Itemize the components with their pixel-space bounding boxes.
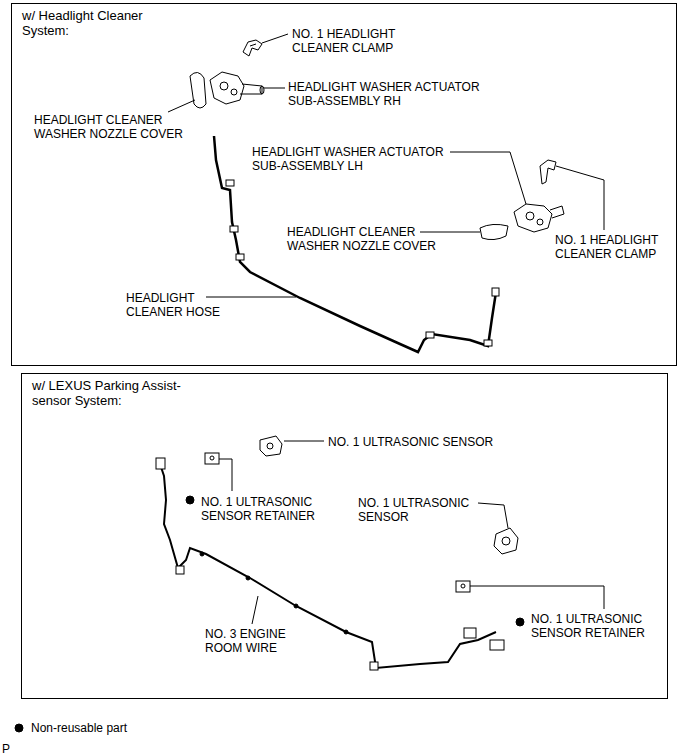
non-reusable-mark bbox=[516, 618, 524, 626]
group-heading: w/ LEXUS Parking Assist-sensor System: bbox=[22, 374, 197, 408]
wire-connector bbox=[156, 458, 504, 670]
actuator-part bbox=[210, 72, 264, 104]
sensor-part bbox=[494, 528, 518, 554]
hose-clip bbox=[226, 180, 499, 346]
group-heading: w/ Headlight Cleaner System: bbox=[12, 4, 172, 38]
part-label: HEADLIGHT CLEANER WASHER NOZZLE COVER bbox=[34, 113, 199, 141]
legend-text: Non-reusable part bbox=[31, 721, 127, 735]
part-label: HEADLIGHT CLEANER HOSE bbox=[126, 291, 231, 319]
clamp-part bbox=[243, 40, 262, 56]
retainer-part bbox=[205, 453, 219, 464]
leader-line bbox=[264, 88, 285, 89]
nozzle-cover bbox=[190, 72, 206, 108]
actuator-part bbox=[514, 204, 564, 232]
part-label: NO. 1 ULTRASONIC SENSOR bbox=[328, 435, 493, 449]
leader-line bbox=[420, 232, 480, 233]
nozzle-cover bbox=[480, 224, 508, 239]
leader-line bbox=[252, 596, 258, 624]
leader-line bbox=[478, 503, 508, 528]
part-label: HEADLIGHT CLEANER WASHER NOZZLE COVER bbox=[287, 225, 452, 253]
leader-line bbox=[206, 297, 296, 298]
leader-line bbox=[556, 166, 604, 230]
part-label: NO. 1 HEADLIGHT CLEANER CLAMP bbox=[292, 27, 422, 55]
part-label: NO. 3 ENGINE ROOM WIRE bbox=[205, 627, 305, 655]
part-label: HEADLIGHT WASHER ACTUATOR SUB-ASSEMBLY R… bbox=[288, 80, 503, 108]
leader-line bbox=[450, 152, 526, 204]
leader-line bbox=[168, 100, 195, 112]
legend-mark bbox=[15, 724, 23, 732]
wire-part bbox=[160, 464, 496, 668]
non-reusable-mark bbox=[186, 496, 194, 504]
group-frame: w/ LEXUS Parking Assist-sensor System: bbox=[21, 373, 668, 699]
leader-line bbox=[262, 34, 288, 43]
clamp-part bbox=[540, 160, 556, 184]
part-label: NO. 1 HEADLIGHT CLEANER CLAMP bbox=[555, 233, 683, 261]
hose-part bbox=[214, 136, 496, 352]
leader-line bbox=[284, 441, 324, 442]
part-label: NO. 1 ULTRASONIC SENSOR RETAINER bbox=[201, 495, 331, 523]
part-label: HEADLIGHT WASHER ACTUATOR SUB-ASSEMBLY L… bbox=[252, 145, 467, 173]
wire-clip bbox=[200, 552, 348, 634]
leader-line bbox=[470, 586, 604, 609]
sensor-part bbox=[260, 436, 282, 456]
group-frame: w/ Headlight Cleaner System: bbox=[11, 3, 677, 366]
part-label: NO. 1 ULTRASONIC SENSOR bbox=[358, 496, 488, 524]
leader-line bbox=[219, 459, 232, 491]
part-label: P bbox=[2, 742, 10, 755]
part-label: NO. 1 ULTRASONIC SENSOR RETAINER bbox=[531, 612, 661, 640]
retainer-part bbox=[456, 581, 470, 592]
